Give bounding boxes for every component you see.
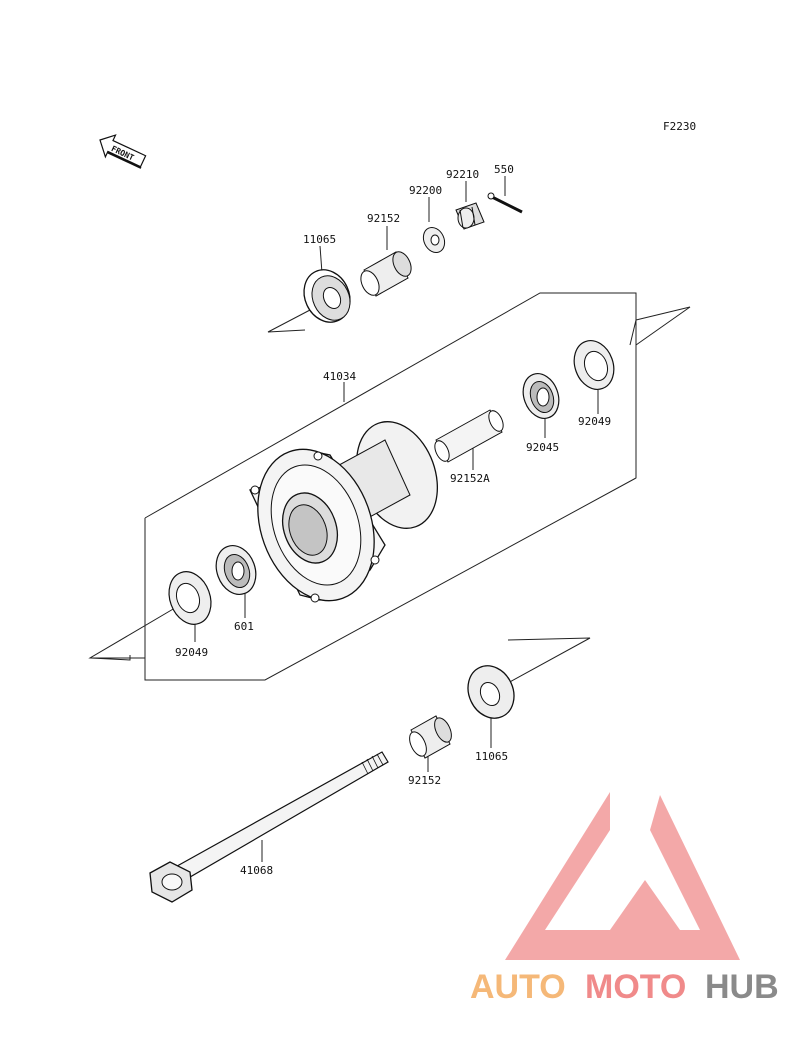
- watermark-part1: AUTO: [470, 968, 566, 1006]
- upper-seal-icon: [303, 269, 351, 323]
- hub-icon: [249, 421, 439, 603]
- label-axle: 41068: [240, 864, 273, 877]
- watermark-text: AUTO MOTO HUB: [470, 968, 779, 1006]
- cotter-pin-icon: [487, 192, 523, 214]
- front-arrow-icon: FRONT: [99, 134, 147, 169]
- label-washer: 92200: [409, 184, 442, 197]
- axle-icon: [149, 751, 389, 903]
- right-seal-icon: [573, 340, 615, 390]
- upper-collar-icon: [360, 251, 412, 297]
- lower-collar-icon: [409, 715, 452, 759]
- label-bearing-left: 601: [234, 620, 254, 633]
- label-collar-lower: 92152: [408, 774, 441, 787]
- spacer-icon: [434, 409, 504, 463]
- left-bearing-icon: [215, 545, 257, 595]
- label-hub: 41034: [323, 370, 356, 383]
- lower-seal-icon: [467, 665, 515, 719]
- label-nut: 92210: [446, 168, 479, 181]
- hub-box-outline: [144, 292, 637, 681]
- label-spacer: 92152A: [450, 472, 490, 485]
- label-seal-right: 92049: [578, 415, 611, 428]
- watermark-part3: HUB: [705, 968, 779, 1006]
- diagram-code: F2230: [663, 120, 696, 133]
- right-bearing-icon: [522, 373, 560, 419]
- label-seal-lower: 11065: [475, 750, 508, 763]
- label-cotter-pin: 550: [494, 163, 514, 176]
- watermark-logo: [505, 792, 740, 960]
- label-collar-upper: 92152: [367, 212, 400, 225]
- label-bearing-right: 92045: [526, 441, 559, 454]
- castle-nut-icon: [455, 202, 485, 230]
- label-seal-left: 92049: [175, 646, 208, 659]
- watermark-part2: MOTO: [585, 968, 686, 1006]
- left-seal-icon: [168, 571, 212, 625]
- part-labels: 11065 92152 92200 92210 550 41034 92045 …: [175, 163, 611, 877]
- label-seal-upper: 11065: [303, 233, 336, 246]
- washer-icon: [422, 226, 446, 254]
